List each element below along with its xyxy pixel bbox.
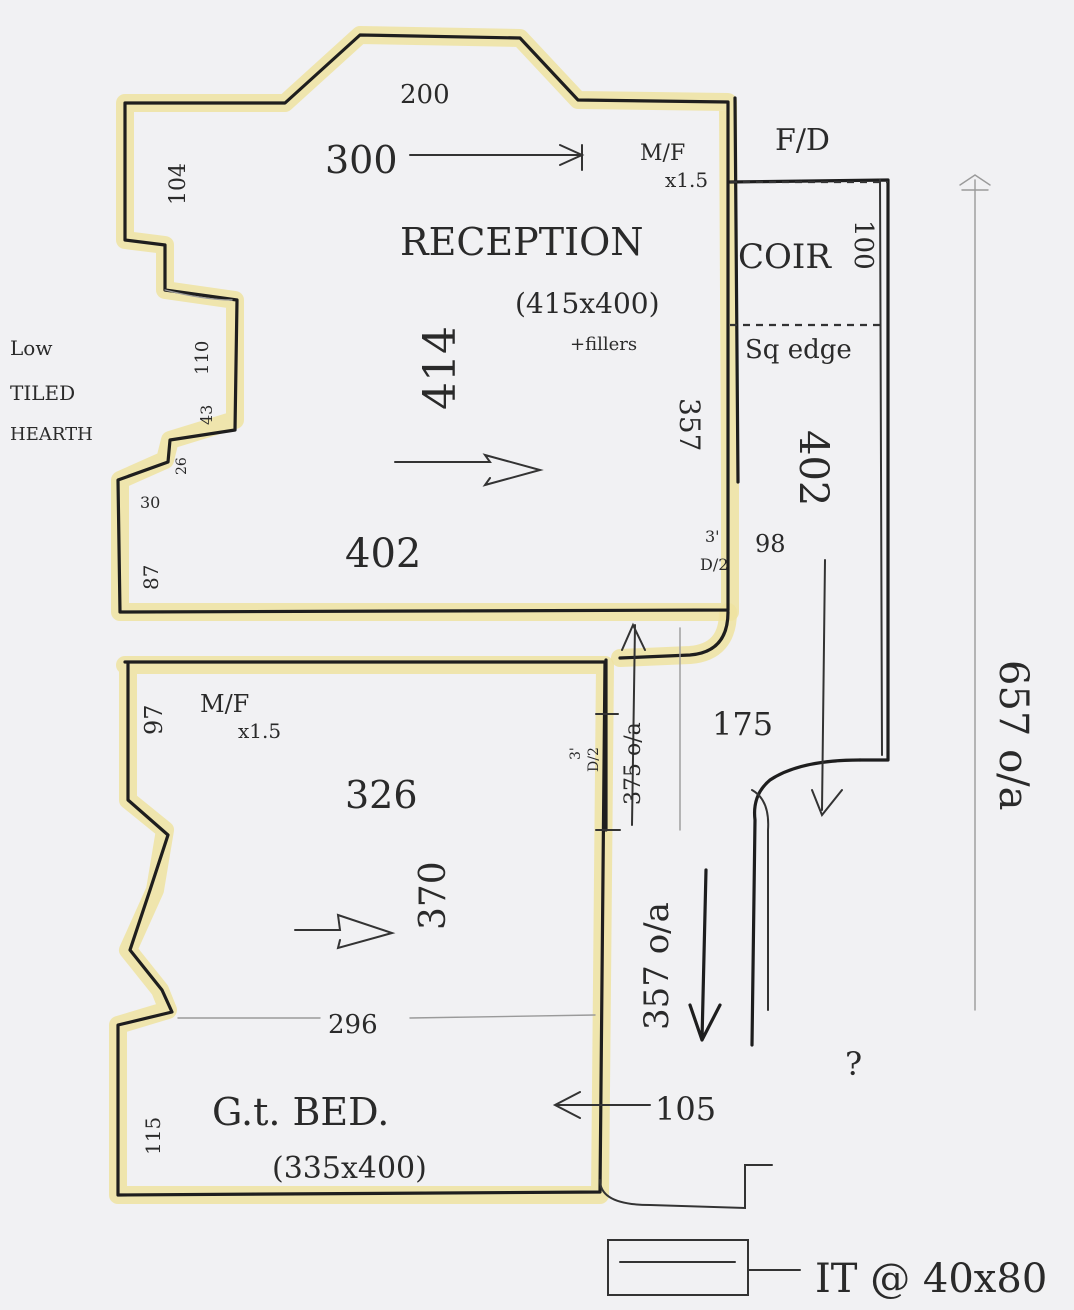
hearth-note-1: Low [10, 336, 52, 360]
coir-label: COIR [738, 237, 832, 277]
reception-door-1: 3' [705, 527, 720, 546]
bed-left-bottom: 115 [141, 1117, 165, 1155]
reception-length: 414 [415, 326, 466, 410]
arrow-105 [552, 1091, 651, 1119]
arrow-300 [409, 144, 585, 171]
coir-inner [879, 179, 883, 756]
reception-title: RECEPTION [400, 220, 644, 264]
bed-title: G.t. BED. [212, 1090, 389, 1134]
bed-width-top: 326 [345, 773, 418, 817]
hearth-note-3: HEARTH [10, 424, 93, 445]
hall-curve [750, 758, 862, 1047]
hearth-note-2: TILED [10, 381, 75, 405]
reception-bay-width: 200 [400, 80, 450, 110]
reception-left-bottom: 87 [139, 565, 163, 590]
arrow-175 [621, 622, 646, 826]
reception-left-top: 104 [166, 163, 191, 205]
reception-door-2: D/2 [700, 555, 728, 574]
arrow-bed-length [294, 913, 396, 950]
reception-mf: M/F [640, 141, 685, 166]
reception-highlight [111, 26, 739, 621]
hall-357: 357 o/a [637, 902, 677, 1030]
arrow-296 [177, 1014, 596, 1019]
reception-hearth-1: 110 [192, 341, 213, 375]
hall-between: 175 [712, 705, 773, 743]
hall-length: 402 [790, 430, 836, 506]
reception-hearth-4: 30 [140, 493, 160, 512]
arrow-reception-length [394, 453, 544, 487]
reception-width-top: 300 [325, 138, 398, 182]
stair-step [599, 1164, 773, 1210]
bed-stair: 105 [655, 1090, 716, 1128]
hall-375: 375 o/a [621, 722, 646, 805]
reception-hearth-2: 43 [197, 405, 216, 425]
bed-door-1: 3' [568, 747, 584, 760]
bed-length: 370 [413, 861, 454, 930]
bed-mf-val: x1.5 [238, 719, 281, 743]
arrow-357 [688, 868, 722, 1042]
reception-right-wall [733, 96, 740, 484]
bed-left-top: 97 [140, 704, 168, 735]
hearth-bay [164, 289, 233, 301]
bed-door-2: D/2 [586, 747, 602, 772]
guest-bed-door-ticks [595, 713, 621, 831]
corridor-curve [618, 610, 730, 660]
hall-door-arc [751, 789, 770, 1011]
hall-question: ? [845, 1045, 862, 1083]
reception-size: (415x400) [515, 287, 660, 320]
reception-size-note: +fillers [570, 334, 637, 355]
arrow-657 [959, 174, 991, 1011]
bed-width-mid: 296 [328, 1010, 378, 1040]
fd-label: F/D [775, 123, 830, 158]
arrow-402 [811, 559, 843, 817]
reception-hearth-3: 26 [174, 457, 190, 475]
coir-size: 100 [848, 220, 878, 270]
it-label: IT @ 40x80 [815, 1256, 1047, 1302]
coir-edge: Sq edge [745, 335, 852, 365]
bed-mf: M/F [200, 690, 249, 718]
hall-width: 98 [755, 530, 786, 558]
guest-bed-walls [116, 660, 607, 1197]
reception-width-bottom: 402 [345, 531, 421, 577]
reception-mf-val: x1.5 [665, 168, 708, 192]
bed-size: (335x400) [272, 1151, 427, 1186]
reception-right-side: 357 [673, 398, 706, 451]
hall-overall: 657 o/a [990, 660, 1036, 810]
it-shelf [607, 1239, 801, 1296]
reception-walls [116, 33, 730, 614]
